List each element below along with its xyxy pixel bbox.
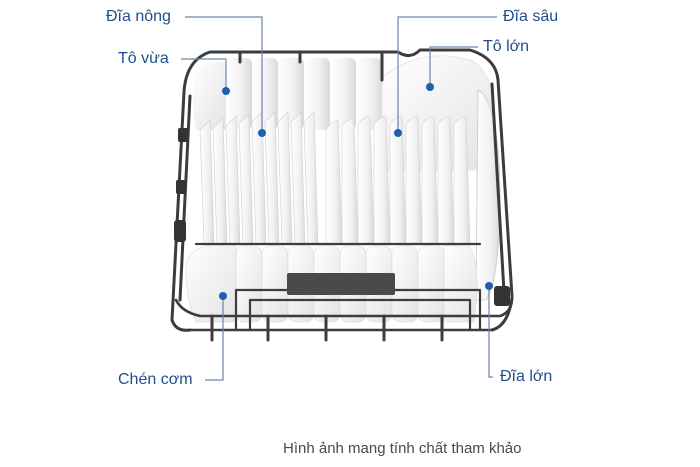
large-plate (475, 89, 501, 301)
label-to-lon: Tô lớn (483, 38, 530, 55)
label-dia-nong: Đĩa nông (106, 8, 171, 25)
rack-side-clips (174, 128, 510, 306)
label-dia-sau: Đĩa sâu (503, 8, 559, 25)
label-chen-com: Chén cơm (118, 371, 193, 388)
leader-lines (181, 16, 497, 381)
callout-dots (219, 83, 493, 300)
rack-handle (287, 273, 395, 295)
rack-wire-frame (170, 48, 514, 342)
reference-caption: Hình ảnh mang tính chất tham khảo (283, 440, 522, 457)
medium-bowls (193, 58, 382, 130)
label-to-vua: Tô vừa (118, 50, 169, 67)
deep-plates (325, 115, 471, 246)
label-dia-lon: Đĩa lớn (500, 368, 553, 385)
